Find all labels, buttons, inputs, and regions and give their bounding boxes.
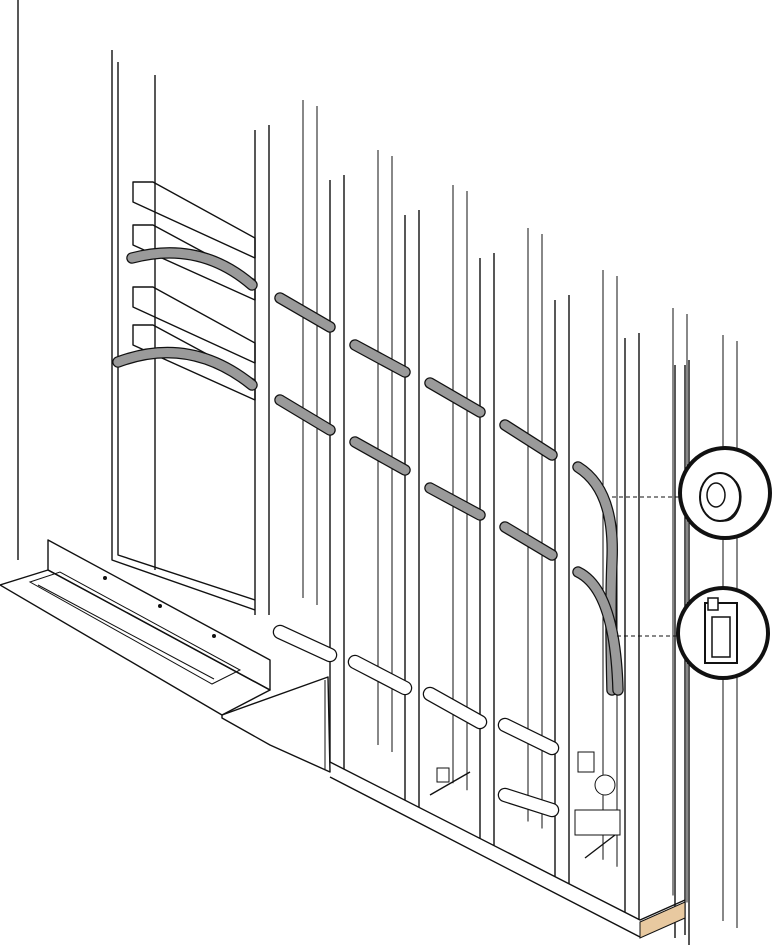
pipe [349, 436, 411, 476]
pipe [499, 419, 558, 461]
niche-frame [111, 50, 256, 611]
pipes [112, 247, 624, 859]
pipe [347, 654, 413, 696]
pipe [422, 686, 488, 730]
pipe [499, 521, 558, 561]
pipe-clip-detail-icon [676, 586, 770, 680]
detail-callouts [612, 446, 772, 680]
stud [254, 100, 318, 615]
pipe [274, 292, 336, 333]
pipe [497, 717, 560, 756]
pipe [274, 394, 336, 436]
pipe [497, 787, 560, 818]
stud [479, 228, 543, 846]
valve-fittings [429, 751, 621, 859]
stud [329, 150, 393, 769]
pipe [424, 377, 486, 418]
pipe [112, 346, 258, 391]
linear-drain [0, 539, 331, 773]
pipe [272, 624, 338, 663]
stud [404, 185, 468, 808]
pipe [126, 247, 258, 291]
insulation-ring-detail-icon [678, 446, 772, 540]
pipe [424, 482, 486, 521]
studs [254, 100, 738, 945]
pipe [349, 339, 411, 378]
pipe [572, 566, 624, 696]
bottom-plate [329, 761, 686, 939]
stud [624, 308, 688, 920]
